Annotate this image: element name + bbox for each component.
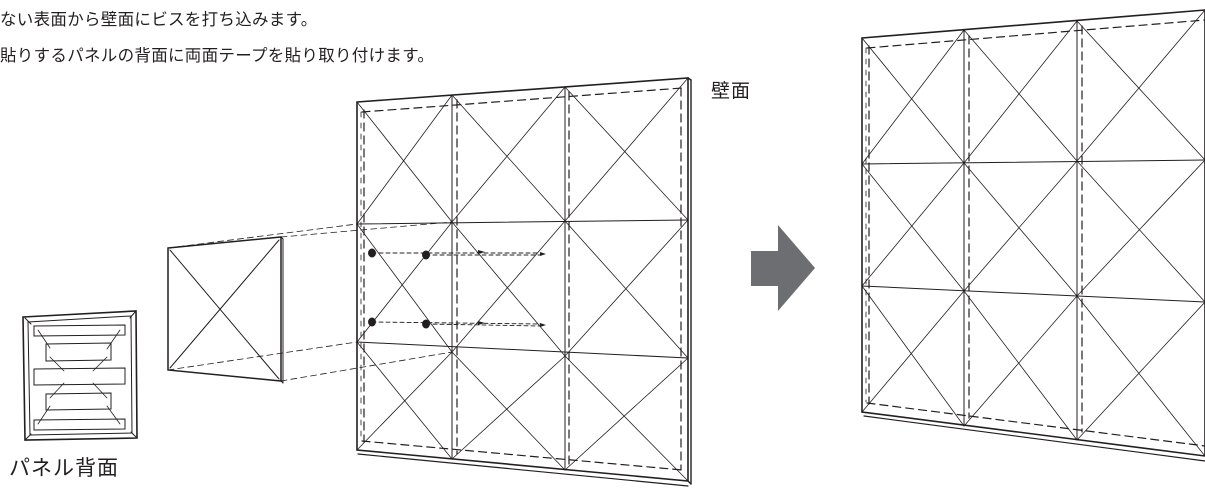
screw-arrows <box>368 248 546 329</box>
completed-wall <box>861 9 1205 462</box>
screw-icon <box>422 319 430 329</box>
wall-label: 壁面 <box>711 80 752 102</box>
tape-strip <box>33 324 126 431</box>
screw-icon <box>368 317 376 327</box>
screw-icon <box>368 248 376 258</box>
right-arrow-icon <box>751 225 815 311</box>
single-panel <box>167 236 284 384</box>
instruction-line-2: 貼りするパネルの背面に両面テープを貼り取り付けます。 <box>0 46 435 65</box>
panel-back-illustration <box>22 310 138 441</box>
panel-back-label: パネル背面 <box>9 456 119 480</box>
wall <box>356 77 692 487</box>
instruction-line-1: ない表面から壁面にビスを打ち込みます。 <box>0 10 318 29</box>
projection-lines <box>167 221 453 382</box>
screw-icon <box>422 250 430 260</box>
